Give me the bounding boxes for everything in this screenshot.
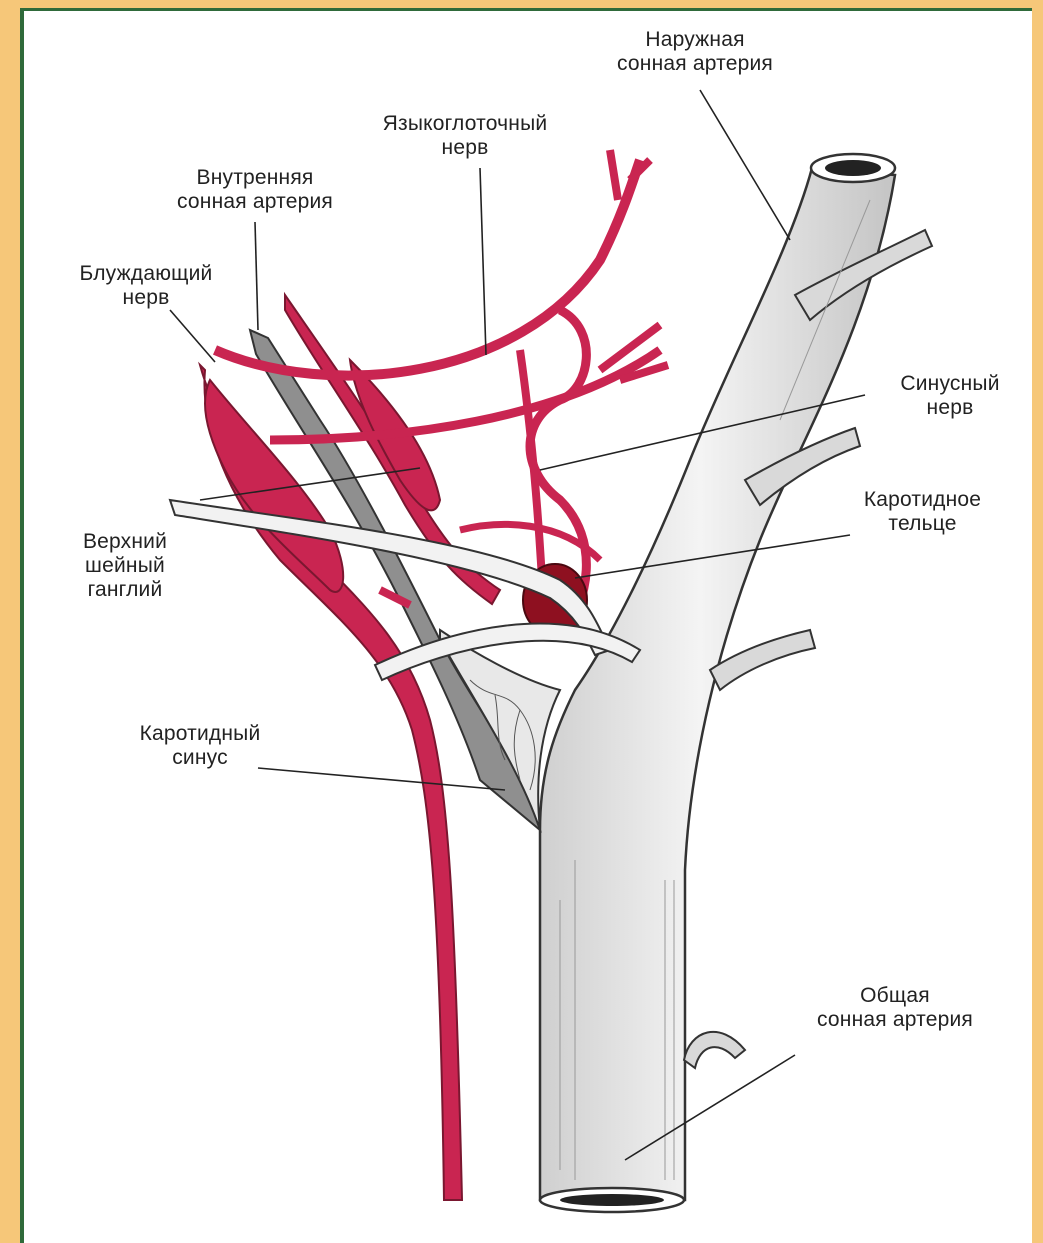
artery-hook-branch xyxy=(684,1032,745,1068)
label-line: Наружная xyxy=(560,28,830,52)
label-line: сонная артерия xyxy=(770,1008,1020,1032)
label-line: синус xyxy=(100,746,300,770)
label-line: нерв xyxy=(36,286,256,310)
label-line: Внутренняя xyxy=(120,166,390,190)
label-line: ганглий xyxy=(50,578,200,602)
label-line: Каротидное xyxy=(815,488,1030,512)
label-line: тельце xyxy=(815,512,1030,536)
label-line: шейный xyxy=(50,554,200,578)
label-line: нерв xyxy=(330,136,600,160)
label-common-carotid-artery: Общая сонная артерия xyxy=(770,984,1020,1032)
label-sinus-nerve: Синусный нерв xyxy=(860,372,1040,420)
leader-vagus xyxy=(170,310,215,362)
nodose-ganglion xyxy=(205,380,343,592)
label-line: сонная артерия xyxy=(120,190,390,214)
leader-carotid-sinus xyxy=(258,768,505,790)
label-external-carotid-artery: Наружная сонная артерия xyxy=(560,28,830,76)
label-line: Общая xyxy=(770,984,1020,1008)
leader-glossopharyngeal xyxy=(480,168,486,355)
label-line: сонная артерия xyxy=(560,52,830,76)
label-line: Каротидный xyxy=(100,722,300,746)
leader-external-carotid xyxy=(700,90,790,240)
label-superior-cervical-ganglion: Верхний шейный ганглий xyxy=(50,530,200,602)
artery-system xyxy=(250,154,932,1212)
label-glossopharyngeal-nerve: Языкоглоточный нерв xyxy=(330,112,600,160)
label-line: Блуждающий xyxy=(36,262,256,286)
label-vagus-nerve: Блуждающий нерв xyxy=(36,262,256,310)
label-carotid-body: Каротидное тельце xyxy=(815,488,1030,536)
label-line: Синусный xyxy=(860,372,1040,396)
label-internal-carotid-artery: Внутренняя сонная артерия xyxy=(120,166,390,214)
label-carotid-sinus: Каротидный синус xyxy=(100,722,300,770)
label-line: Языкоглоточный xyxy=(330,112,600,136)
label-line: нерв xyxy=(860,396,1040,420)
label-line: Верхний xyxy=(50,530,200,554)
